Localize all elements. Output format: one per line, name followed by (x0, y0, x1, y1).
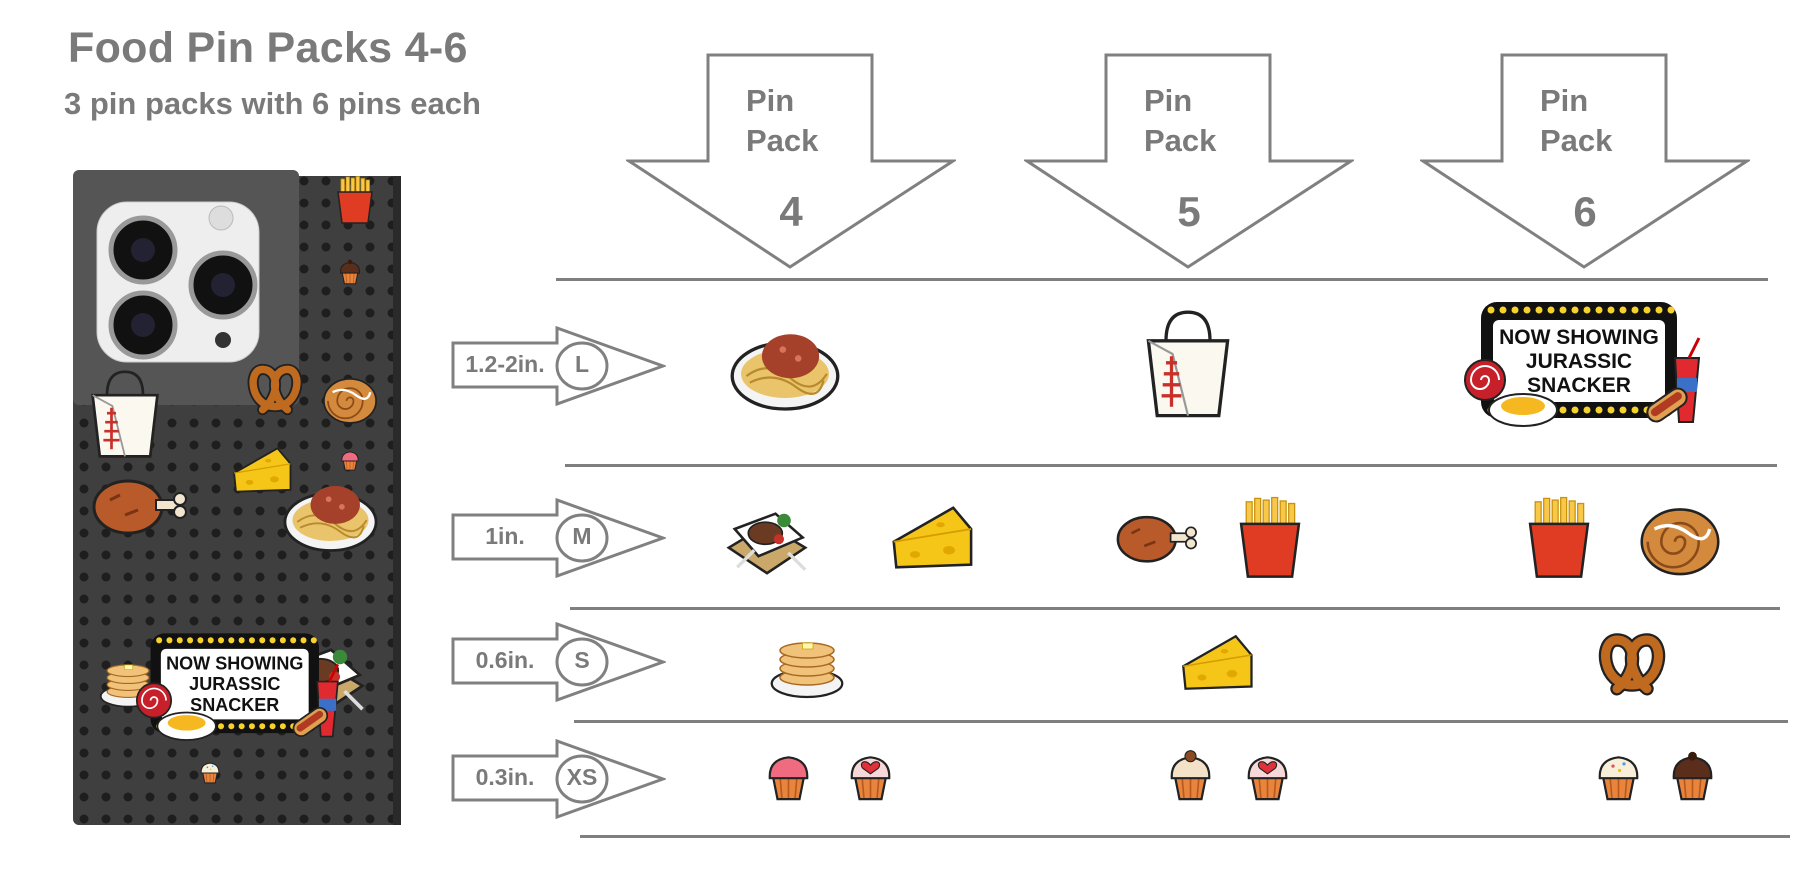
down-arrow-icon (1024, 53, 1354, 269)
phone-french-fries-icon (330, 175, 380, 230)
french-fries-icon (1499, 495, 1619, 585)
right-arrow-icon (451, 326, 666, 406)
marquee-line3: SNACKER (1527, 374, 1631, 397)
marquee-sign-icon: NOW SHOWING JURASSIC SNACKER (1463, 298, 1713, 438)
cherry-cupcake-icon (1163, 745, 1218, 812)
right-arrow-icon (451, 622, 666, 702)
pack-label-line1: Pin (1144, 83, 1193, 118)
pack-label-line1: Pin (746, 83, 795, 118)
separator-line (556, 278, 1768, 281)
phone-cinnamon-roll-icon (321, 369, 379, 432)
chicken-drumstick-icon (1097, 495, 1217, 585)
size-label-L: 1.2-2in. L (451, 326, 666, 406)
separator-line (565, 464, 1777, 467)
marquee-line1: NOW SHOWING (166, 654, 303, 674)
down-arrow-icon (1420, 53, 1750, 269)
vanilla-cupcake-icon (1591, 745, 1646, 812)
phone-pretzel-icon (244, 357, 306, 424)
right-arrow-icon (451, 498, 666, 578)
phone-pink-cupcake-icon (338, 448, 362, 477)
pack-label-line2: Pack (1144, 123, 1217, 158)
heart-cupcake-icon (1240, 745, 1295, 812)
size-dimension: 1.2-2in. (465, 351, 545, 377)
marquee-line3: SNACKER (190, 695, 279, 715)
pack-label-line2: Pack (1540, 123, 1613, 158)
pack-number: 5 (1177, 188, 1201, 235)
pancakes-icon (757, 625, 857, 705)
cinnamon-roll-icon (1620, 495, 1740, 585)
size-code: L (574, 351, 590, 377)
pack-number: 4 (779, 188, 803, 235)
phone-chicken-drumstick-icon (90, 455, 190, 560)
phone-chocolate-cupcake-icon (336, 258, 364, 291)
size-dimension: 1in. (485, 523, 525, 549)
chocolate-cupcake-icon (1665, 745, 1720, 812)
phone-takeout-box-icon (80, 370, 170, 465)
size-dimension: 0.3in. (475, 764, 535, 790)
marquee-line2: JURASSIC (1526, 350, 1632, 373)
page-subtitle: 3 pin packs with 6 pins each (64, 86, 481, 121)
size-label-XS: 0.3in. XS (451, 739, 666, 819)
size-label-M: 1in. M (451, 498, 666, 578)
pack-label-line1: Pin (1540, 83, 1589, 118)
phone-vanilla-cupcake-icon (197, 759, 223, 790)
page-title: Food Pin Packs 4-6 (68, 24, 468, 72)
takeout-box-icon (1093, 310, 1283, 425)
phone-cheese-wedge-icon (231, 439, 293, 506)
pink-cupcake-icon (761, 745, 816, 812)
down-arrow-icon (626, 53, 956, 269)
cheese-wedge-icon (872, 495, 992, 585)
pretzel-icon (1582, 625, 1682, 705)
separator-line (570, 607, 1780, 610)
right-arrow-icon (451, 739, 666, 819)
size-code: S (574, 647, 590, 673)
phone-marquee-sign-icon: NOW SHOWING JURASSIC SNACKER (135, 630, 350, 751)
size-code: XS (566, 764, 598, 790)
phone-spaghetti-icon (282, 465, 378, 565)
size-dimension: 0.6in. (475, 647, 535, 673)
size-code: M (572, 523, 592, 549)
heart-cupcake-icon (843, 745, 898, 812)
separator-line (580, 835, 1790, 838)
size-label-S: 0.6in. S (451, 622, 666, 702)
steak-plate-icon (707, 495, 827, 585)
phone-pancakes-icon (99, 651, 157, 714)
spaghetti-icon (690, 310, 880, 425)
pack-label-line2: Pack (746, 123, 819, 158)
marquee-line1: NOW SHOWING (1499, 326, 1659, 349)
cheese-wedge-icon (1167, 625, 1267, 705)
separator-line (574, 720, 1788, 723)
french-fries-icon (1210, 495, 1330, 585)
marquee-line2: JURASSIC (189, 674, 280, 694)
pack-number: 6 (1573, 188, 1597, 235)
